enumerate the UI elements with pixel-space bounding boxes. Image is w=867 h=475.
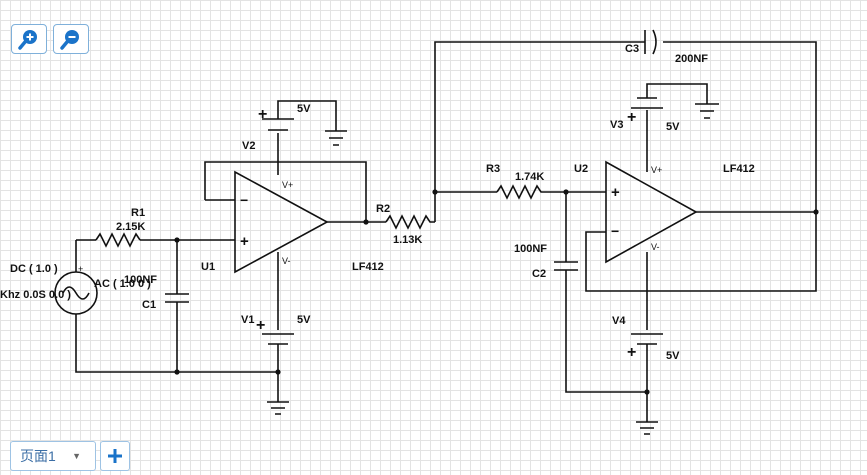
v4-name: V4: [612, 315, 626, 327]
battery-v3[interactable]: [631, 83, 719, 172]
u1-vplus-pin: V+: [282, 180, 293, 190]
zoom-out-button[interactable]: [53, 24, 89, 54]
u1-name: U1: [201, 261, 215, 273]
add-page-button[interactable]: [100, 441, 130, 471]
v1-plus-pin: +: [256, 317, 265, 334]
zoom-in-icon: [18, 30, 37, 50]
c1-value: 100NF: [124, 274, 157, 286]
opamp-u2[interactable]: [605, 160, 698, 264]
tab-page-1-label: 页面1: [20, 448, 56, 464]
capacitor-c2[interactable]: [554, 192, 647, 393]
junctions: [174, 189, 819, 395]
v2-value: 5V: [297, 103, 311, 115]
v3-name: V3: [610, 119, 623, 131]
v4-value: 5V: [666, 350, 680, 362]
resistor-r1[interactable]: [95, 232, 141, 248]
u1-vminus-pin: V-: [282, 256, 291, 266]
zoom-in-button[interactable]: [11, 24, 47, 54]
plus-icon: [108, 449, 122, 463]
battery-v2[interactable]: [262, 100, 347, 175]
source-ac: AC ( 1.0 0 ): [94, 278, 151, 290]
sine-wave-icon: [62, 286, 90, 300]
r2-name: R2: [376, 203, 390, 215]
u2-minus-pin: −: [611, 223, 619, 239]
c3-value: 200NF: [675, 53, 708, 65]
ac-source[interactable]: [54, 271, 98, 315]
battery-v4[interactable]: [631, 252, 663, 435]
zoom-out-icon: [60, 30, 79, 50]
wire-source: [75, 240, 278, 373]
resistor-r3[interactable]: [496, 184, 606, 200]
c3-name: C3: [625, 43, 639, 55]
u2-model: LF412: [723, 163, 755, 175]
r3-name: R3: [486, 163, 500, 175]
r1-value: 2.15K: [116, 221, 145, 233]
v4-plus-pin: +: [627, 344, 636, 361]
v1-value: 5V: [297, 314, 311, 326]
u1-model: LF412: [352, 261, 384, 273]
source-plus-pin: +: [78, 264, 83, 274]
r1-name: R1: [131, 207, 145, 219]
c2-value: 100NF: [514, 243, 547, 255]
tab-page-1[interactable]: 页面1 ▼: [10, 441, 96, 471]
capacitor-c1[interactable]: [165, 240, 189, 372]
u1-plus-pin: +: [240, 233, 249, 250]
u2-name: U2: [574, 163, 588, 175]
r2-value: 1.13K: [393, 234, 422, 246]
battery-v1[interactable]: [262, 252, 294, 415]
wire-u1-feedback: [204, 161, 386, 223]
u2-vminus-pin: V-: [651, 242, 660, 252]
v3-plus-pin: +: [627, 109, 636, 126]
u1-minus-pin: −: [240, 192, 248, 208]
u2-plus-pin: +: [611, 184, 620, 201]
chevron-down-icon[interactable]: ▼: [72, 451, 81, 461]
resistor-r2[interactable]: [385, 214, 435, 230]
v3-value: 5V: [666, 121, 680, 133]
opamp-u1[interactable]: [234, 170, 329, 274]
capacitor-c3[interactable]: [644, 29, 657, 55]
c2-name: C2: [532, 268, 546, 280]
c1-name: C1: [142, 299, 156, 311]
wire-c3-feedback: [434, 41, 817, 292]
source-dc: DC ( 1.0 ): [10, 263, 58, 275]
v2-plus-pin: +: [258, 106, 267, 123]
r3-value: 1.74K: [515, 171, 544, 183]
v1-name: V1: [241, 314, 254, 326]
u2-vplus-pin: V+: [651, 165, 662, 175]
v2-name: V2: [242, 140, 255, 152]
source-freq: Khz 0.0S 0.0 ): [0, 289, 71, 301]
